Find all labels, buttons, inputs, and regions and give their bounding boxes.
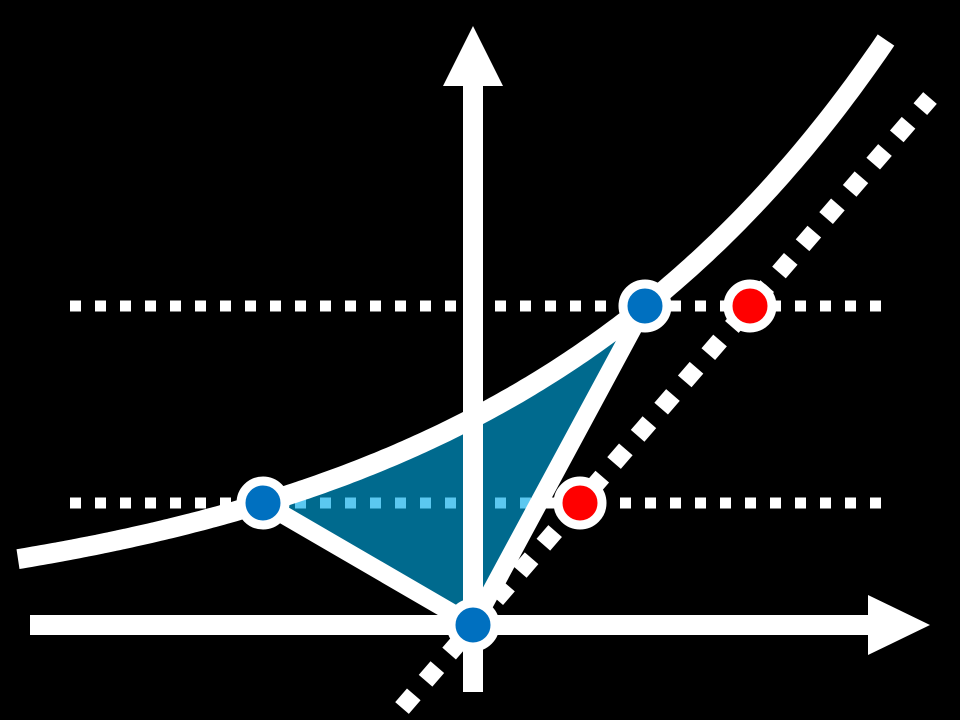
blue-point (618, 279, 672, 333)
red-point (553, 476, 607, 530)
x-axis-arrowhead (868, 595, 930, 655)
red-point (723, 279, 777, 333)
y-axis-arrowhead (443, 26, 503, 86)
diagonal-dotted-line (395, 92, 937, 714)
exponential-curve (16, 34, 895, 569)
blue-point (446, 598, 500, 652)
blue-point (236, 476, 290, 530)
